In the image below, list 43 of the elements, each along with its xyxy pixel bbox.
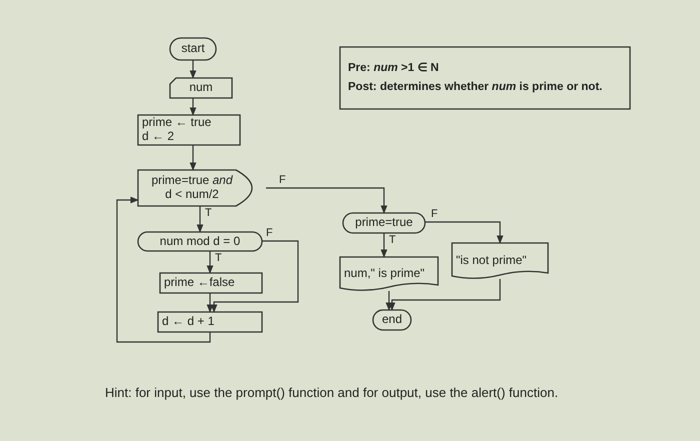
decision-shape	[343, 213, 425, 233]
edge-label: F	[430, 209, 439, 220]
arrow	[190, 145, 196, 171]
process-box	[158, 312, 262, 332]
node-text: start	[181, 42, 205, 56]
node-text: "is not prime"	[456, 254, 527, 268]
edge-label: T	[204, 208, 213, 219]
note-box	[340, 47, 630, 109]
edge-label: F	[278, 175, 287, 186]
arrow	[386, 291, 392, 311]
arrow	[190, 60, 196, 79]
decision-shape	[138, 232, 262, 251]
arrow	[210, 240, 299, 313]
arrow	[266, 187, 388, 214]
arrow	[425, 221, 504, 244]
node-text: prime ← true	[142, 116, 212, 130]
arrow	[388, 279, 501, 311]
arrow	[116, 196, 211, 343]
hint-text: Hint: for input, use the prompt() function and for output, use the alert() function.	[105, 385, 558, 400]
edge-label: T	[214, 253, 223, 264]
node-text: num," is prime"	[344, 267, 425, 281]
condition-text: Post: determines whether num is prime or not.	[348, 81, 602, 94]
input-box	[170, 78, 232, 98]
node-text: num mod d = 0	[160, 234, 240, 248]
node-text: prime=true and d < num/2	[150, 174, 234, 202]
node-text: end	[382, 313, 402, 327]
arrow	[206, 251, 214, 274]
node-text: d ← d + 1	[162, 315, 214, 329]
node-text: num	[189, 81, 213, 95]
edge-label: T	[388, 235, 397, 246]
arrow	[380, 233, 388, 258]
process-box	[160, 273, 262, 293]
node-text: d ← 2	[142, 130, 174, 144]
output-box	[340, 257, 438, 291]
condition-text: Pre: num >1 ∈ N	[348, 62, 439, 75]
arrow	[196, 206, 204, 233]
output-box	[452, 243, 548, 279]
arrow	[190, 98, 196, 116]
process-box	[138, 115, 240, 145]
arrow	[206, 293, 214, 313]
edge-label: F	[265, 228, 274, 239]
node-text: prime ←false	[164, 276, 235, 290]
node-text: prime=true	[355, 216, 413, 230]
